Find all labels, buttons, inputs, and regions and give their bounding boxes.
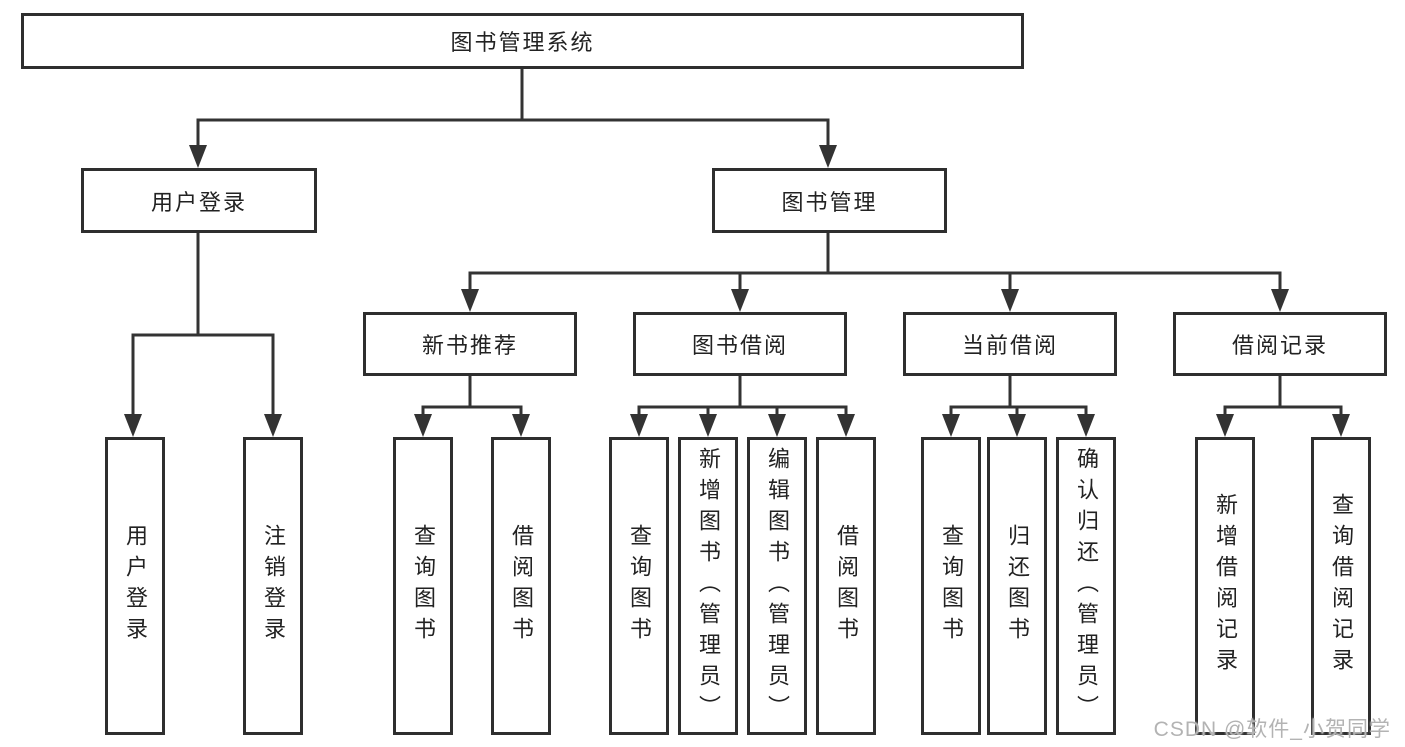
leaf-query-books-current: 查询图书 (921, 437, 981, 735)
node-book-borrow: 图书借阅 (633, 312, 847, 376)
leaf-borrow-books: 借阅图书 (816, 437, 876, 735)
node-current-borrow: 当前借阅 (903, 312, 1117, 376)
leaf-label: 查询图书 (939, 524, 964, 648)
leaf-label: 查询借阅记录 (1329, 493, 1354, 679)
node-user-login: 用户登录 (81, 168, 317, 233)
leaf-add-borrow-record: 新增借阅记录 (1195, 437, 1255, 735)
node-root-library-management-system: 图书管理系统 (21, 13, 1024, 69)
leaf-query-books-borrow: 查询图书 (609, 437, 669, 735)
node-borrow-records: 借阅记录 (1173, 312, 1387, 376)
leaf-user-login: 用户登录 (105, 437, 165, 735)
leaf-edit-books-admin: 编辑图书（管理员） (747, 437, 807, 735)
leaf-logout: 注销登录 (243, 437, 303, 735)
leaf-label: 查询图书 (627, 524, 652, 648)
leaf-confirm-return-admin: 确认归还（管理员） (1056, 437, 1116, 735)
leaf-label: 借阅图书 (509, 524, 534, 648)
leaf-label: 用户登录 (123, 524, 148, 648)
csdn-watermark: CSDN @软件_小贺同学 (1153, 718, 1391, 741)
leaf-label: 归还图书 (1005, 524, 1030, 648)
leaf-label: 注销登录 (261, 524, 286, 648)
node-book-management: 图书管理 (712, 168, 947, 233)
leaf-return-books: 归还图书 (987, 437, 1047, 735)
leaf-label: 借阅图书 (834, 524, 859, 648)
leaf-label: 编辑图书（管理员） (765, 446, 790, 726)
leaf-label: 确认归还（管理员） (1074, 446, 1099, 726)
leaf-add-books-admin: 新增图书（管理员） (678, 437, 738, 735)
leaf-query-books-recommend: 查询图书 (393, 437, 453, 735)
leaf-label: 新增图书（管理员） (696, 446, 721, 726)
leaf-label: 新增借阅记录 (1213, 493, 1238, 679)
leaf-query-borrow-record: 查询借阅记录 (1311, 437, 1371, 735)
leaf-label: 查询图书 (411, 524, 436, 648)
leaf-borrow-books-recommend: 借阅图书 (491, 437, 551, 735)
node-new-book-recommend: 新书推荐 (363, 312, 577, 376)
